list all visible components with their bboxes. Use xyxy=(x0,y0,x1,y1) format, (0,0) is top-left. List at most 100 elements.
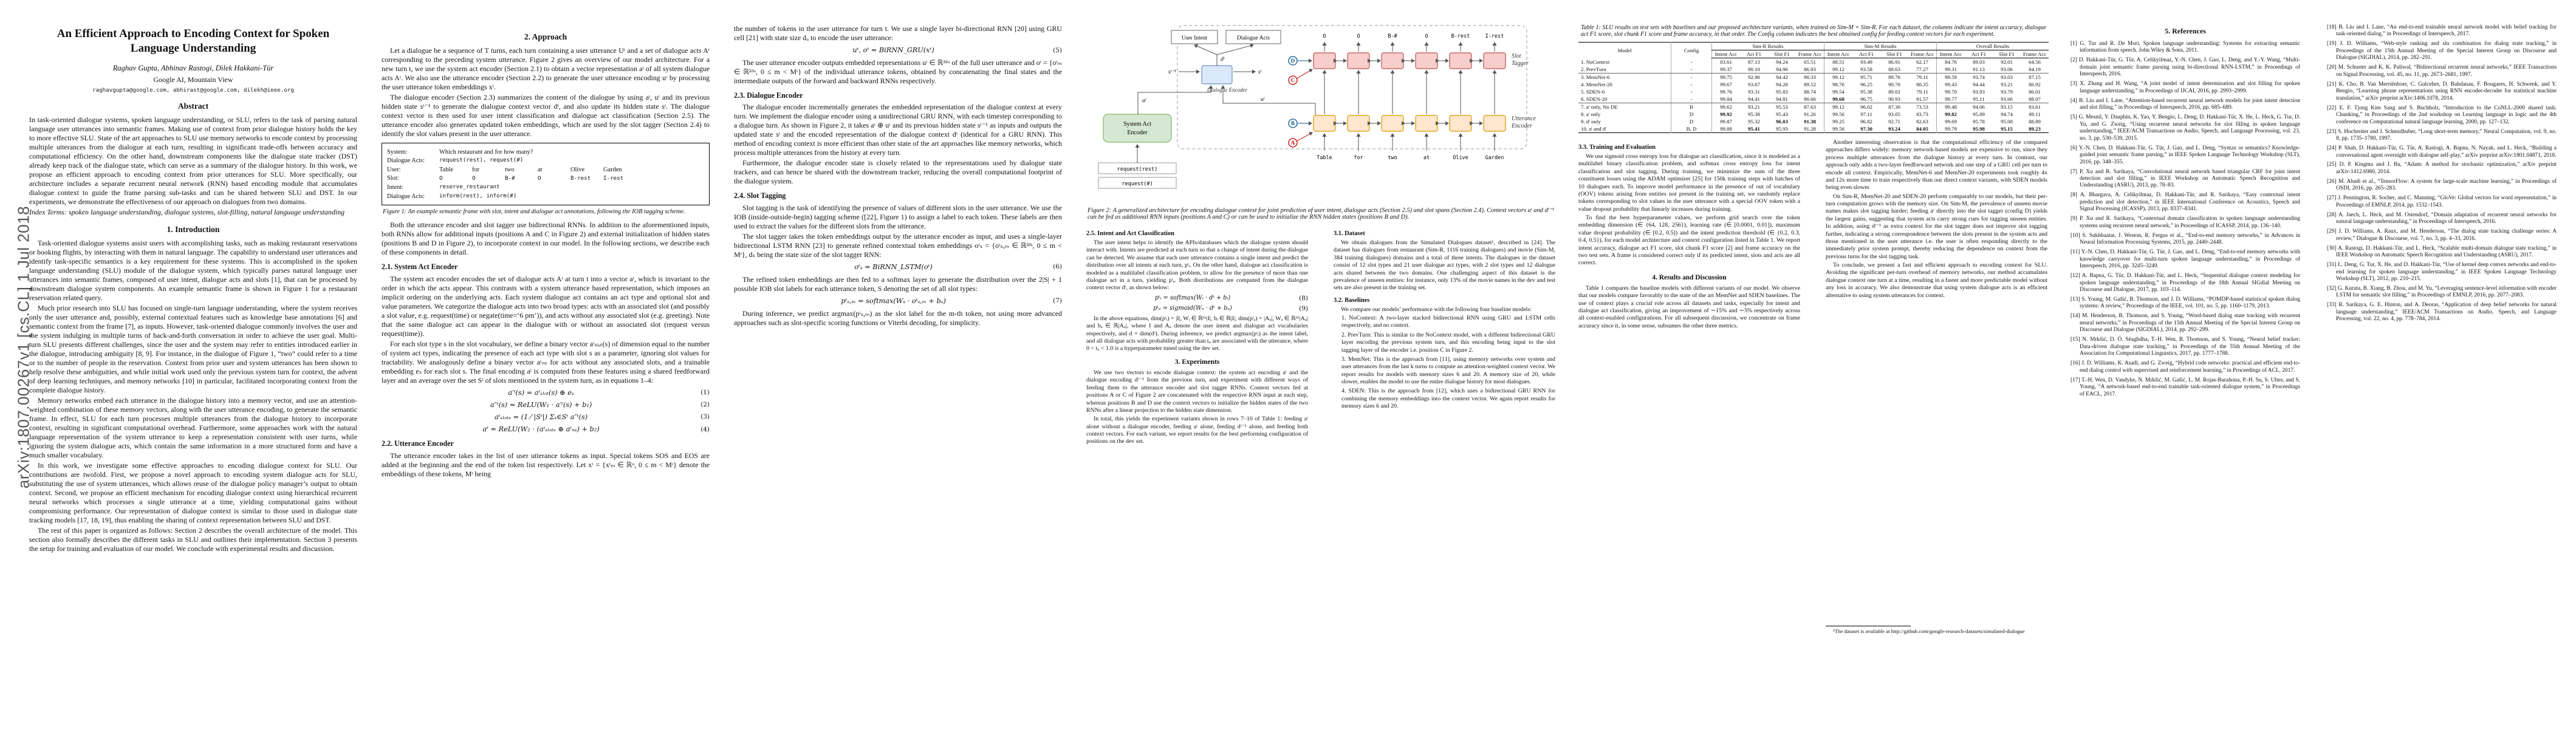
subcolumn-training: 3.3. Training and Evaluation We use sigm… xyxy=(1578,139,1800,636)
table-row: 4. MemNet-20 - 99.67 93.67 94.28 89.52 9… xyxy=(1581,81,2041,88)
reference-item: [29] J. D. Williams, A. Raux, and M. Hen… xyxy=(2327,228,2557,242)
baseline-item: 4. SDEN: This is the approach from [12],… xyxy=(1341,388,1555,410)
reference-item: [28] A. Jaech, L. Heck, and M. Ostendorf… xyxy=(2327,211,2557,225)
intro-paragraph: Task-oriented dialogue systems assist us… xyxy=(29,239,357,303)
approach-paragraph: Both the utterance encoder and slot tagg… xyxy=(382,221,710,257)
column-approach: 2. Approach Let a dialogue be a sequence… xyxy=(382,24,710,717)
subsection-2-1-heading: 2.1. System Act Encoder xyxy=(382,262,458,272)
figure1-token: at xyxy=(538,166,543,173)
footnote-link[interactable]: ¹The dataset is available at http://gith… xyxy=(1833,628,2025,635)
section-4-heading: 4. Results and Discussion xyxy=(1652,273,1727,281)
training-paragraph: We use sigmoid cross entropy loss for di… xyxy=(1578,153,1800,213)
references-list-1: [1] G. Tur and R. De Mori, Spoken langua… xyxy=(2071,41,2300,398)
reference-item: [10] S. Sukhbaatar, J. Weston, R. Fergus… xyxy=(2071,232,2300,246)
figure1-row-label: System: xyxy=(387,148,408,156)
position-marker-B: B xyxy=(1288,118,1312,128)
approach-paragraph: The utterance encoder takes in the list … xyxy=(382,451,710,478)
table-subheader: Act F1 xyxy=(1740,50,1768,58)
figure-1-caption: Figure 1: An example semantic frame with… xyxy=(383,208,685,216)
table-subheader: Act F1 xyxy=(1965,50,1993,58)
reference-item: [27] J. Pennington, R. Socher, and C. Ma… xyxy=(2327,195,2557,208)
approach-paragraph: the number of tokens in the user utteran… xyxy=(734,24,1062,42)
figure1-slot-tag: B-# xyxy=(505,175,515,182)
approach-paragraph: The slot tagger takes the token embeddin… xyxy=(734,231,1062,259)
state-next-label: sᵗ xyxy=(1258,69,1262,75)
slot-tag-output: O xyxy=(1425,33,1428,39)
approach-paragraph: The dialogue encoder (Section 2.3) summa… xyxy=(382,93,710,138)
reference-item: [31] L. Deng, G. Tur, X. He, and D. Hakk… xyxy=(2327,262,2557,282)
equation-9: pᵗₐ = sigmoid(Wₐ · dᵗ + bₐ)(9) xyxy=(1153,304,1308,312)
equation-5: uᵗ, oᵗ = BiRNN_GRU(xᵗ)(5) xyxy=(852,46,1062,54)
subcolumn-intent-experiments: 2.5. Intent and Act Classification The u… xyxy=(1086,225,1308,447)
paper-title: An Efficient Approach to Encoding Contex… xyxy=(57,27,330,55)
state-prev-label: sᵗ⁻¹ xyxy=(1168,69,1176,75)
figure1-slot-tag: O xyxy=(439,175,443,182)
approach-paragraph: Slot tagging is the task of identifying … xyxy=(734,203,1062,230)
figure1-system-acts-row: Dialogue Acts: request(rest), request(#) xyxy=(387,157,704,165)
subcolumn-discussion: Another interesting observation is that … xyxy=(1826,139,2047,636)
system-act-encoder-label: System Act xyxy=(1123,121,1151,128)
experiments-paragraph: In total, this yields the experiment var… xyxy=(1086,416,1308,445)
user-intent-label: User Intent xyxy=(1182,35,1208,41)
slot-tagger-row xyxy=(1313,52,1506,69)
block-figure2-experiments: User Intent Dialogue Acts Dialogue Encod… xyxy=(1086,24,1555,447)
system-act-encoder-label: Encoder xyxy=(1127,129,1148,136)
svg-text:A: A xyxy=(1291,140,1295,146)
table-header-model: Model xyxy=(1617,47,1632,53)
approach-paragraph: During inference, we predict argmax(pᵗₛ,… xyxy=(734,309,1062,327)
utterance-token: Table xyxy=(1317,155,1332,161)
table-subheader: Slot F1 xyxy=(1993,50,2021,58)
table-1-header: Model Config Sim-R Results Sim-M Results… xyxy=(1578,42,2049,58)
reference-item: [3] X. Zhang and H. Wang, “A joint model… xyxy=(2071,81,2300,94)
reference-item: [12] A. Bapna, G. Tür, D. Hakkani-Tür, a… xyxy=(2071,273,2300,293)
baselines-list: 1. NoContext: A two-layer stacked bidire… xyxy=(1334,315,1555,411)
reference-item: [19] J. D. Williams, “Web-style ranking … xyxy=(2327,41,2557,61)
dataset-paragraph: We obtain dialogues from the Simulated D… xyxy=(1334,239,1555,292)
svg-text:C: C xyxy=(1291,77,1295,83)
section-3-heading: 3. Experiments xyxy=(1174,358,1220,366)
reference-item: [17] T.-H. Wen, D. Vandyke, N. Mrkšić, M… xyxy=(2071,377,2300,397)
user-intent-box xyxy=(1171,30,1218,44)
u-vector-label: uᵗ xyxy=(1261,97,1266,103)
figure1-intent: reserve_restaurant xyxy=(439,183,500,190)
approach-paragraph: The system act encoder encodes the set o… xyxy=(382,274,710,338)
equation-6: oᵗₛ = BiRNN_LSTM(oᵗ)(6) xyxy=(854,262,1062,271)
table-row: 2. PrevTurn - 99.37 90.10 94.96 86.93 99… xyxy=(1578,66,2049,74)
abstract-text: In task-oriented dialogue systems, spoke… xyxy=(29,115,357,207)
utterance-token: Olive xyxy=(1453,155,1468,161)
abstract-heading: Abstract xyxy=(177,101,209,111)
intro-paragraph: In this work, we investigate some effect… xyxy=(29,461,357,525)
position-marker-D: D xyxy=(1288,56,1312,66)
reference-item: [4] B. Liu and I. Lane, “Attention-based… xyxy=(2071,97,2300,111)
equation-1: a′ᵗ(s) = aᵗₛₗₒₜ(s) ⊕ eₛ(1) xyxy=(508,388,710,397)
results-paragraph: Another interesting observation is that … xyxy=(1826,139,2047,191)
figure1-token: Table xyxy=(439,166,453,173)
figure1-user-acts: inform(rest), inform(#) xyxy=(439,192,517,199)
reference-item: [5] G. Mesnil, Y. Dauphin, K. Yao, Y. Be… xyxy=(2071,114,2300,142)
column-approach-continued: the number of tokens in the user utteran… xyxy=(734,24,1062,717)
index-terms: Index Terms: spoken language understandi… xyxy=(29,208,345,217)
figure-2: User Intent Dialogue Acts Dialogue Encod… xyxy=(1086,24,1555,204)
figure1-intent-row: Intent: reserve_restaurant xyxy=(387,183,704,191)
reference-item: [25] D. P. Kingma and J. Ba, “Adam: A me… xyxy=(2327,162,2557,175)
subsection-2-2-heading: 2.2. Utterance Encoder xyxy=(382,439,454,448)
table-group-simm: Sim-M Results xyxy=(1824,42,1937,50)
section-1-heading: 1. Introduction xyxy=(166,225,220,234)
u-vector-arrow xyxy=(1221,85,1316,115)
reference-item: [24] P. Shah, D. Hakkani-Tür, G. Tür, A.… xyxy=(2327,145,2557,159)
footnote: ¹The dataset is available at http://gith… xyxy=(1826,626,2047,636)
slot-tag-output: O xyxy=(1323,33,1326,39)
figure-1: System: Which restaurant and for how man… xyxy=(382,143,710,206)
references-list-2: [18] B. Liu and I. Lane, “An end-to-end … xyxy=(2327,24,2557,323)
table-subheader: Intent Acc xyxy=(1711,50,1740,58)
reference-item: [14] M. Henderson, B. Thomson, and S. Yo… xyxy=(2071,313,2300,334)
reference-item: [6] Y.-N. Chen, D. Hakkani-Tür, G. Tür, … xyxy=(2071,145,2300,165)
reference-item: [20] M. Schuster and K. K. Paliwal, “Bid… xyxy=(2327,64,2557,78)
reference-item: [9] P. Xu and R. Sarikaya, “Contextual d… xyxy=(2071,216,2300,229)
subsection-2-3-heading: 2.3. Dialogue Encoder xyxy=(734,91,803,100)
table-subheader: Frame Acc xyxy=(2021,50,2049,58)
position-marker-C: C xyxy=(1288,69,1313,85)
figure1-slot-tag: O xyxy=(472,175,476,182)
approach-paragraph: In the above equations, dim(pᵗᵢ) = |I|, … xyxy=(1086,315,1308,352)
